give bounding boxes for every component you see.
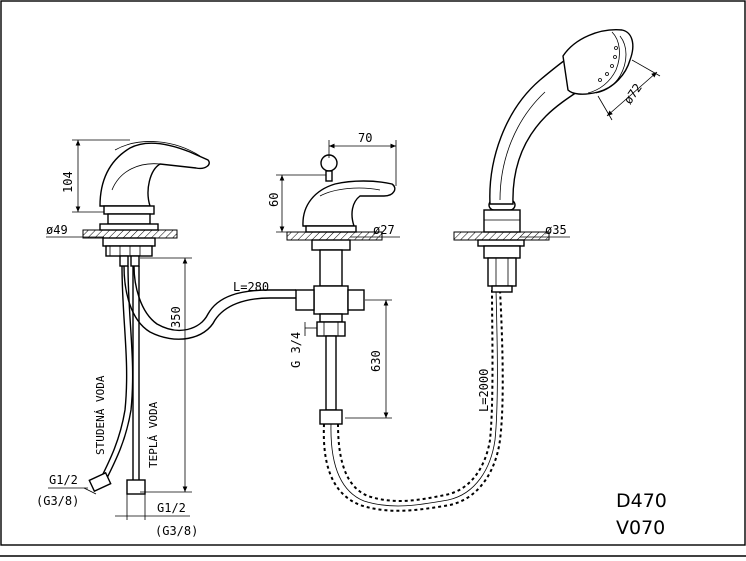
dimension-630: 630	[345, 299, 392, 419]
dimension-thread-left: G1/2 (G3/8)	[36, 473, 97, 508]
label-diam-35: ø35	[545, 223, 567, 237]
label-diam-49: ø49	[46, 223, 68, 237]
label-630: 630	[369, 350, 383, 372]
label-thread-right: G1/2	[157, 501, 186, 515]
label-cold-water: STUDENÁ VODA	[94, 375, 107, 455]
dimension-diam-49: ø49	[46, 223, 104, 238]
label-thread-right-alt: (G3/8)	[155, 524, 198, 538]
label-104: 104	[61, 171, 75, 193]
label-diam-27: ø27	[373, 223, 395, 237]
diverter-valve	[286, 154, 396, 425]
shower-hose	[322, 289, 504, 512]
shower-holder	[453, 199, 550, 293]
label-thread-left: G1/2	[49, 473, 78, 487]
label-connector-length: L=280	[233, 280, 269, 294]
label-diam-72: ø72	[621, 81, 645, 107]
dimension-350: 350	[140, 257, 192, 493]
basin-hoses	[88, 265, 296, 495]
drawing-frame	[0, 0, 746, 546]
product-code-1: D470	[616, 490, 667, 512]
dimension-thread-main: G 3/4	[289, 322, 317, 368]
label-350: 350	[169, 306, 183, 328]
dimension-60: 60	[267, 174, 326, 233]
basin-mixer	[82, 141, 210, 267]
label-hot-water: TEPLÁ VODA	[147, 401, 160, 468]
label-60: 60	[267, 193, 281, 207]
label-70: 70	[358, 131, 372, 145]
label-thread-left-alt: (G3/8)	[36, 494, 79, 508]
label-hose-length: L=2000	[477, 369, 491, 412]
dimension-104: 104	[61, 139, 130, 213]
hand-shower	[489, 29, 634, 205]
label-thread-main: G 3/4	[289, 332, 303, 368]
product-code-2: V070	[616, 517, 665, 539]
dimension-70: 70	[328, 131, 397, 186]
dimension-thread-right: G1/2 (G3/8)	[115, 494, 198, 538]
